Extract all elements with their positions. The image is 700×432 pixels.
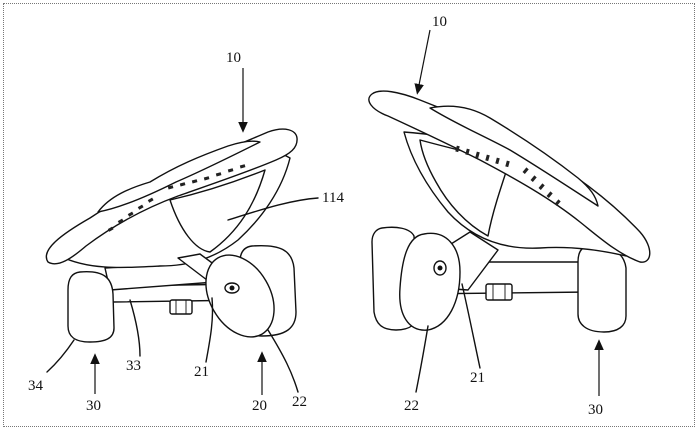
- left-surface-114: [169, 169, 266, 253]
- left-caster-wheel-22: [205, 254, 275, 338]
- label-left-10: 10: [226, 50, 241, 66]
- left-front-wheel-34: [67, 271, 115, 343]
- label-left-22: 22: [292, 394, 307, 410]
- left-device: [45, 128, 298, 343]
- label-right-10: 10: [432, 14, 447, 30]
- figure-border: [3, 3, 695, 427]
- left-top-pad: [97, 140, 261, 213]
- label-left-33: 33: [126, 358, 141, 374]
- right-top-pad: [429, 105, 599, 207]
- label-left-20: 20: [252, 398, 267, 414]
- right-device: [368, 90, 651, 333]
- right-front-wheel: [577, 245, 627, 333]
- left-axle-nut: [169, 299, 193, 315]
- right-vent-slots: [455, 145, 561, 206]
- label-right-22: 22: [404, 398, 419, 414]
- left-vent-slots: [107, 164, 246, 232]
- label-left-114: 114: [322, 190, 344, 206]
- label-right-21: 21: [470, 370, 485, 386]
- right-axle-nut: [485, 283, 513, 301]
- callout-lines: [46, 29, 604, 396]
- right-caster-wheel-22: [399, 232, 461, 331]
- label-left-34: 34: [28, 378, 44, 394]
- label-right-30: 30: [588, 402, 603, 418]
- label-left-30: 30: [86, 398, 101, 414]
- label-left-21: 21: [194, 364, 209, 380]
